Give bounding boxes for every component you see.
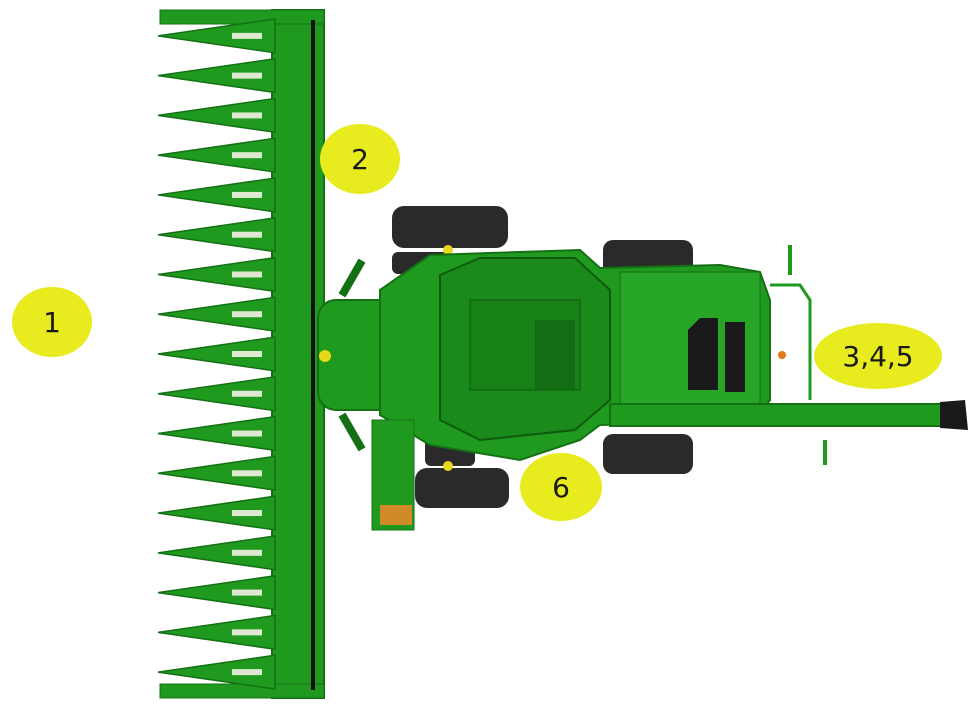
header-snout	[157, 376, 276, 412]
snout-decal	[232, 510, 262, 517]
header-snout	[157, 177, 276, 213]
header-snout	[157, 455, 276, 492]
snout-decal	[232, 72, 262, 79]
header-snout	[157, 296, 276, 332]
snout-decal	[232, 351, 262, 357]
callout-3-4-5: 3,4,5	[814, 323, 942, 389]
header-bottom-bar	[159, 683, 325, 699]
header-snout	[157, 614, 276, 651]
snout-decal	[232, 470, 262, 477]
header-snout	[157, 97, 276, 134]
callout-6: 6	[520, 453, 602, 521]
snout-decal	[232, 390, 262, 397]
snout-decal	[232, 112, 262, 119]
header-snout	[157, 535, 276, 571]
snout-decal	[232, 669, 262, 676]
header-snout	[157, 574, 276, 611]
snout-decal	[232, 271, 262, 278]
snout-decal	[232, 32, 262, 39]
callout-1: 1	[12, 287, 92, 357]
header-snout	[157, 495, 276, 531]
snout-decal	[232, 549, 262, 556]
snout-decal	[232, 430, 262, 437]
header-snout	[157, 654, 276, 690]
snout-decal	[232, 231, 262, 238]
header-snout	[157, 336, 276, 372]
front-tire-bottom	[415, 468, 509, 508]
header-snout	[157, 216, 276, 253]
header-top-bar	[159, 9, 325, 25]
corn-header	[157, 9, 325, 699]
header-frame	[271, 9, 325, 699]
combine-body	[379, 245, 827, 465]
header-snout	[157, 18, 276, 54]
header-snout	[157, 256, 276, 293]
snout-decal	[232, 629, 262, 636]
header-snouts	[157, 18, 276, 690]
rear-tire-bottom	[603, 434, 693, 474]
header-snout	[157, 415, 276, 452]
engine-vents	[688, 318, 745, 392]
header-snout	[157, 137, 276, 173]
snout-decal	[232, 152, 262, 159]
snout-decal	[232, 311, 262, 318]
header-snout	[157, 57, 276, 94]
front-tire-top	[392, 206, 508, 248]
snout-decal	[232, 589, 262, 596]
unloading-auger	[609, 400, 968, 430]
cab-ladder	[371, 419, 415, 531]
feeder-light	[319, 350, 331, 362]
callout-2: 2	[320, 124, 400, 194]
snout-decal	[232, 191, 262, 198]
